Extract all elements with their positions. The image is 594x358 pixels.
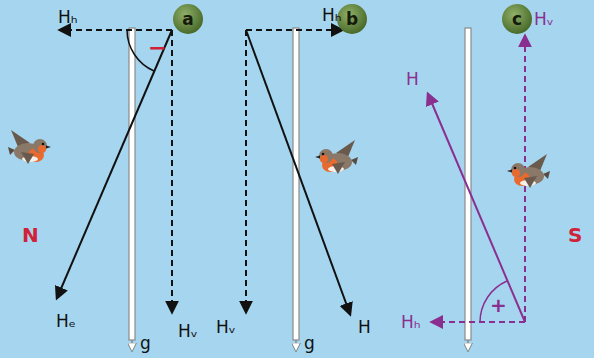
field-vector (246, 30, 350, 314)
angle-arc (480, 281, 507, 322)
vector-label: H (358, 318, 371, 337)
vector-label: Hₑ (56, 312, 76, 331)
vector-label: Hᵥ (178, 322, 198, 341)
vector-label: Hᵥ (216, 318, 236, 337)
vector-label: Hₕ (58, 8, 78, 27)
horizontal-component (246, 29, 342, 31)
vector-label: Hₕ (322, 6, 342, 25)
vector-label: g (304, 334, 315, 353)
vector-label: Hᵥ (534, 10, 554, 29)
panel-a (8, 28, 172, 350)
horizontal-component (60, 29, 172, 31)
bird-illustration (507, 154, 550, 188)
badge-circle-shape (502, 4, 532, 34)
panel-letter: c (501, 3, 533, 35)
horizontal-component (432, 321, 525, 323)
gravity-arrow (295, 340, 297, 350)
vertical-component (171, 30, 173, 312)
gravity-arrow (467, 340, 469, 350)
vector-label: Hₕ (401, 313, 421, 332)
panel-letter: a (172, 3, 204, 35)
gravity-rod (129, 28, 135, 340)
gravity-arrow (131, 340, 133, 350)
panel-badge: c (501, 3, 533, 35)
badge-circle-shape (173, 4, 203, 34)
bird-illustration (315, 140, 358, 174)
vector-label: N (22, 224, 39, 246)
panel-badge: a (172, 3, 204, 35)
panel-b (246, 28, 358, 350)
bird-illustration (8, 130, 51, 164)
vector-label: − (148, 36, 166, 60)
vector-label: S (568, 224, 582, 246)
vertical-component (245, 30, 247, 312)
vector-label: H (406, 70, 419, 89)
vector-label: + (490, 294, 507, 316)
vector-label: g (140, 334, 151, 353)
field-vector (428, 94, 525, 322)
panel-c (428, 28, 550, 350)
field-vector (57, 30, 172, 298)
gravity-rod (293, 28, 299, 340)
